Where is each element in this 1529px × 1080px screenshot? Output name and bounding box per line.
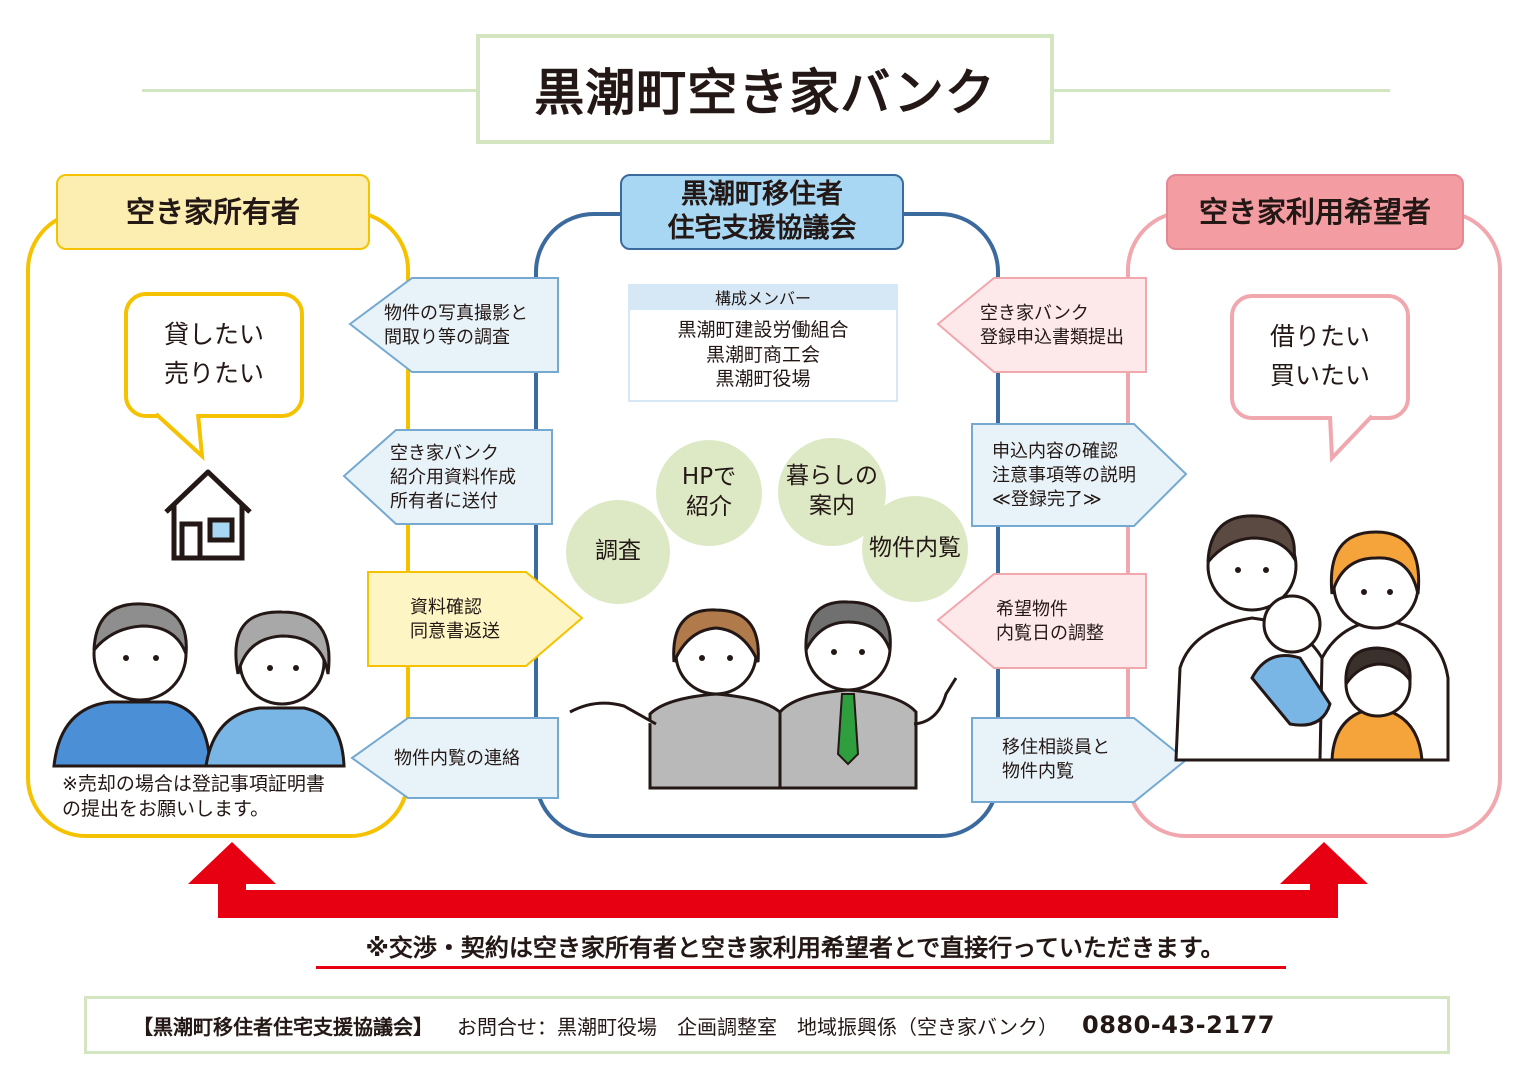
right-arrow-4-text: 移住相談員と 物件内覧 — [1002, 736, 1110, 782]
footer-org: 【黒潮町移住者住宅支援協議会】 — [133, 1014, 433, 1039]
right-arrow-2-text: 申込内容の確認 注意事項等の説明 ≪登録完了≫ — [992, 440, 1136, 511]
negotiation-underline — [316, 966, 1286, 969]
left-arrow-2-text: 空き家バンク 紹介用資料作成 所有者に送付 — [390, 442, 516, 513]
activity-hp-line-1: HPで — [681, 464, 737, 491]
activity-survey: 調査 — [566, 500, 670, 604]
negotiation-arrow — [188, 842, 1368, 918]
activity-viewing: 物件内覧 — [862, 496, 968, 602]
left-arrow-3 — [367, 571, 584, 667]
footer-contact: お問合せ：黒潮町役場 企画調整室 地域振興係（空き家バンク） — [457, 1014, 1058, 1039]
council-staff-icon — [569, 600, 958, 790]
activity-hp: HPで 紹介 — [656, 440, 762, 546]
member-item: 黒潮町商工会 — [705, 343, 820, 366]
right-arrow-3-text: 希望物件 内覧日の調整 — [996, 598, 1104, 644]
council-label-line-1: 黒潮町移住者 — [681, 179, 843, 211]
activity-living-line-1: 暮らしの — [786, 463, 878, 490]
left-arrow-1 — [348, 277, 559, 373]
members-heading: 構成メンバー — [628, 284, 898, 310]
owner-note: ※売却の場合は登記事項証明書 の提出をお願いします。 — [62, 772, 382, 821]
user-speech-bubble: 借りたい 買いたい — [1230, 294, 1410, 420]
right-arrow-4 — [971, 717, 1188, 803]
left-arrow-4-text: 物件内覧の連絡 — [394, 747, 520, 769]
left-arrow-4 — [350, 717, 559, 799]
council-label-line-2: 住宅支援協議会 — [667, 213, 857, 244]
right-arrow-2 — [971, 423, 1188, 527]
user-label: 空き家利用希望者 — [1166, 174, 1464, 250]
council-label: 黒潮町移住者 住宅支援協議会 — [620, 174, 904, 250]
owner-note-line-2: の提出をお願いします。 — [62, 797, 270, 820]
user-bubble-line-2: 買いたい — [1269, 361, 1370, 390]
user-bubble-line-1: 借りたい — [1269, 322, 1370, 352]
negotiation-note: ※交渉・契約は空き家所有者と空き家利用希望者とで直接行っていただきます。 — [365, 934, 1225, 962]
user-family-icon — [1174, 514, 1450, 762]
right-arrow-1-text: 空き家バンク 登録申込書類提出 — [980, 302, 1124, 348]
owner-speech-bubble: 貸したい 売りたい — [124, 292, 304, 418]
activity-hp-line-2: 紹介 — [686, 494, 732, 520]
activity-survey-line-1: 調査 — [595, 538, 641, 565]
activity-viewing-line-1: 物件内覧 — [869, 535, 961, 562]
owner-bubble-line-1: 貸したい — [163, 320, 264, 350]
member-item: 黒潮町役場 — [715, 368, 811, 391]
activity-living-line-2: 案内 — [809, 493, 855, 519]
owner-bubble-line-2: 売りたい — [163, 359, 264, 388]
page-title: 黒潮町空き家バンク — [476, 34, 1054, 144]
house-icon — [164, 469, 252, 561]
left-arrow-2 — [342, 429, 553, 525]
footer: 【黒潮町移住者住宅支援協議会】 お問合せ：黒潮町役場 企画調整室 地域振興係（空… — [84, 996, 1450, 1054]
title-rule-left — [142, 89, 476, 92]
user-bubble-tail — [1328, 414, 1374, 463]
owner-bubble-tail — [154, 412, 205, 461]
member-item: 黒潮町建設労働組合 — [677, 318, 849, 341]
owner-label: 空き家所有者 — [56, 174, 370, 250]
title-rule-right — [1054, 89, 1390, 92]
left-arrow-1-text: 物件の写真撮影と 間取り等の調査 — [384, 302, 528, 348]
right-arrow-1 — [936, 277, 1147, 373]
left-arrow-3-text: 資料確認 同意書返送 — [410, 596, 500, 642]
owner-couple-icon — [52, 602, 346, 768]
members-list: 黒潮町建設労働組合 黒潮町商工会 黒潮町役場 — [628, 310, 898, 402]
footer-phone: 0880-43-2177 — [1082, 1011, 1275, 1039]
owner-note-line-1: ※売却の場合は登記事項証明書 — [62, 773, 325, 795]
right-arrow-3 — [936, 573, 1147, 669]
